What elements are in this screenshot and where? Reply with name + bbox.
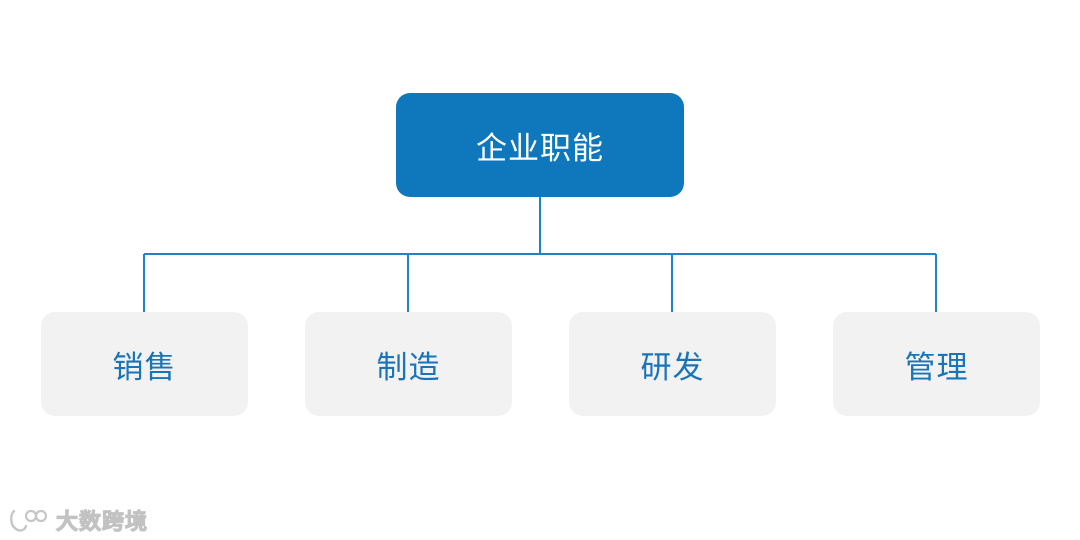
child-label-management: 管理: [904, 349, 969, 386]
child-node-manufacturing: 制造: [305, 312, 512, 416]
watermark-text: 大数跨境: [55, 510, 149, 536]
child-label-rnd: 研发: [640, 349, 705, 386]
child-label-manufacturing: 制造: [376, 349, 441, 386]
child-node-sales: 销售: [41, 312, 248, 416]
child-node-management: 管理: [833, 312, 1040, 416]
root-label: 企业职能: [476, 130, 604, 167]
child-label-sales: 销售: [112, 349, 177, 386]
root-node: 企业职能: [396, 93, 684, 197]
child-node-rnd: 研发: [569, 312, 776, 416]
connector-group: [143, 197, 937, 312]
logo-icon: [10, 509, 48, 532]
watermark: 大数跨境: [8, 503, 148, 537]
